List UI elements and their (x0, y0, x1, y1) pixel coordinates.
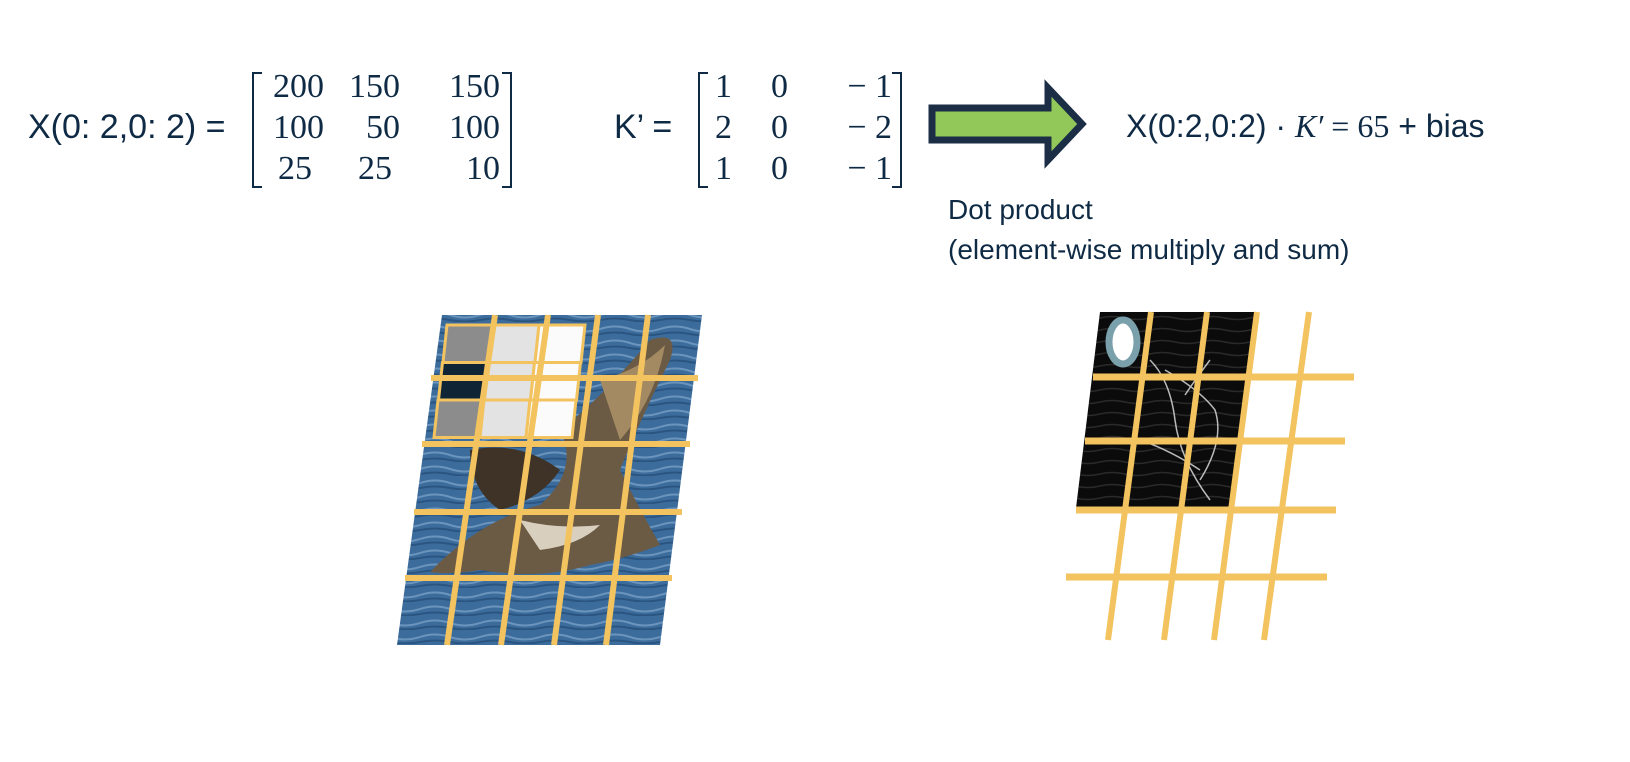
input-patch-cell (482, 361, 537, 402)
x-cell-2-2: 10 (466, 150, 500, 187)
input-patch-cell (524, 398, 578, 439)
k-cell-1-1: 0 (771, 109, 788, 146)
k-cell-0-1: 0 (771, 68, 788, 105)
output-grid-vertical-line (1261, 311, 1312, 641)
input-grid-vertical-line (551, 314, 601, 646)
output-grid-vertical-line (1211, 311, 1260, 641)
result-equals: = (1323, 108, 1358, 144)
x-matrix: 200 150 150 100 50 100 25 25 10 (252, 68, 512, 188)
feature-map-background (1076, 312, 1256, 508)
input-patch (432, 323, 587, 439)
k-cell-0-2: − 1 (847, 68, 892, 105)
input-patch-cell (441, 323, 495, 364)
input-grid-vertical-line (603, 314, 651, 646)
k-cell-0-0: 1 (715, 68, 732, 105)
input-grid-vertical-line (444, 314, 498, 646)
x-cell-2-1: 25 (358, 150, 392, 187)
k-cell-1-2: − 2 (847, 109, 892, 146)
caption: Dot product (element-wise multiply and s… (948, 190, 1349, 270)
k-cell-2-1: 0 (771, 150, 788, 187)
x-cell-0-0: 200 (273, 68, 324, 105)
x-cell-0-1: 150 (349, 68, 400, 105)
arrow-right-icon (928, 79, 1087, 169)
feature-map (1076, 312, 1256, 508)
input-patch-cell (487, 323, 541, 364)
k-matrix: 1 0 − 1 2 0 − 2 1 0 − 1 (698, 68, 902, 188)
result-equation: X(0:2,0:2) · K′ = 65 + bias (1126, 108, 1485, 145)
x-matrix-left-bracket (252, 72, 262, 188)
result-lhs: X(0:2,0:2) · (1126, 108, 1295, 144)
feature-map-edges (1139, 359, 1219, 501)
result-tail: + bias (1389, 108, 1485, 144)
k-cell-1-0: 2 (715, 109, 732, 146)
k-matrix-left-bracket (698, 72, 708, 188)
output-grid-vertical-line (1105, 311, 1154, 641)
k-matrix-label: K’ = (614, 108, 673, 146)
caption-line-2: (element-wise multiply and sum) (948, 234, 1350, 265)
caption-line-1: Dot product (948, 194, 1093, 225)
input-grid-vertical-line (498, 314, 551, 646)
result-value: 65 (1357, 108, 1390, 144)
k-matrix-right-bracket (892, 72, 902, 188)
x-matrix-right-bracket (502, 72, 512, 188)
input-patch-cell (478, 398, 532, 439)
output-grid-vertical-line (1161, 311, 1210, 641)
output-grid (1066, 311, 1354, 641)
x-cell-1-2: 100 (449, 109, 500, 146)
x-cell-1-1: 50 (366, 109, 400, 146)
x-cell-2-0: 25 (278, 150, 312, 187)
x-cell-1-0: 100 (273, 109, 324, 146)
x-matrix-label: X(0: 2,0: 2) = (28, 108, 226, 146)
output-highlight-ring (1105, 316, 1141, 368)
k-cell-2-2: − 1 (847, 150, 892, 187)
k-cell-2-0: 1 (715, 150, 732, 187)
result-kernel: K′ (1294, 108, 1324, 144)
input-grid (405, 314, 698, 646)
x-cell-0-2: 150 (449, 68, 500, 105)
